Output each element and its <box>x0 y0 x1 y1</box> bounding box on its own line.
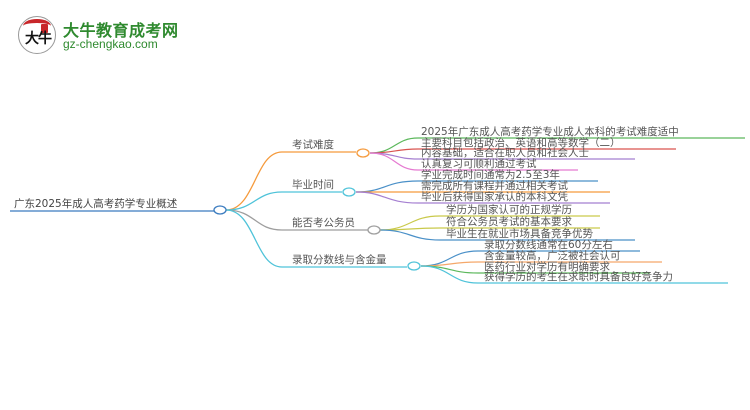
branch-graduation-time[interactable]: 毕业时间 <box>292 179 334 191</box>
root-node[interactable]: 广东2025年成人高考药学专业概述 <box>14 198 178 210</box>
branch-admission-score[interactable]: 录取分数线与含金量 <box>292 254 387 266</box>
branch-civil-service[interactable]: 能否考公务员 <box>292 217 355 229</box>
edge-root-b4 <box>225 209 407 268</box>
leaf-b1-3[interactable]: 内容基础，适合在职人员和社会人士 <box>421 147 589 159</box>
edge-root-b3 <box>225 209 368 231</box>
b3-node-handle <box>367 225 381 235</box>
logo-title: 大牛教育成考网 <box>63 21 179 40</box>
leaf-b1-1[interactable]: 2025年广东成人高考药学专业成人本科的考试难度适中 <box>421 126 679 138</box>
leaf-b4-1[interactable]: 录取分数线通常在60分左右 <box>484 239 613 251</box>
logo-seal-icon <box>41 24 48 33</box>
root-node-handle <box>213 205 227 215</box>
leaf-b3-3[interactable]: 毕业生在就业市场具备竞争优势 <box>446 228 593 240</box>
leaf-b2-2[interactable]: 需完成所有课程并通过相关考试 <box>421 180 568 192</box>
leaf-b1-2[interactable]: 主要科目包括政治、英语和高等数学（二） <box>421 137 621 149</box>
leaf-b3-1[interactable]: 学历为国家认可的正规学历 <box>446 204 572 216</box>
b4-node-handle <box>407 261 421 271</box>
logo-glyph: 大牛 <box>25 31 52 47</box>
b1-node-handle <box>356 148 370 158</box>
logo-arc-icon <box>23 19 51 33</box>
leaf-b1-4[interactable]: 认真复习可顺利通过考试 <box>421 158 537 170</box>
logo-url: gz-chengkao.com <box>63 37 158 51</box>
edge-root-b1 <box>225 151 356 211</box>
leaf-b2-1[interactable]: 学业完成时间通常为2.5至3年 <box>421 169 560 181</box>
site-logo[interactable]: 大牛 大牛教育成考网 gz-chengkao.com <box>18 14 258 58</box>
leaf-b3-2[interactable]: 符合公务员考试的基本要求 <box>446 216 572 228</box>
leaf-b4-4[interactable]: 获得学历的考生在求职时具备良好竞争力 <box>484 271 673 283</box>
branch-exam-difficulty[interactable]: 考试难度 <box>292 139 334 151</box>
leaf-b4-3[interactable]: 医药行业对学历有明确要求 <box>484 261 610 273</box>
logo-badge-icon: 大牛 <box>18 16 56 54</box>
leaf-b4-2[interactable]: 含金量较高，广泛被社会认可 <box>484 250 621 262</box>
leaf-b2-3[interactable]: 毕业后获得国家承认的本科文凭 <box>421 191 568 203</box>
b2-node-handle <box>342 187 356 197</box>
edge-root-b2 <box>225 191 342 211</box>
